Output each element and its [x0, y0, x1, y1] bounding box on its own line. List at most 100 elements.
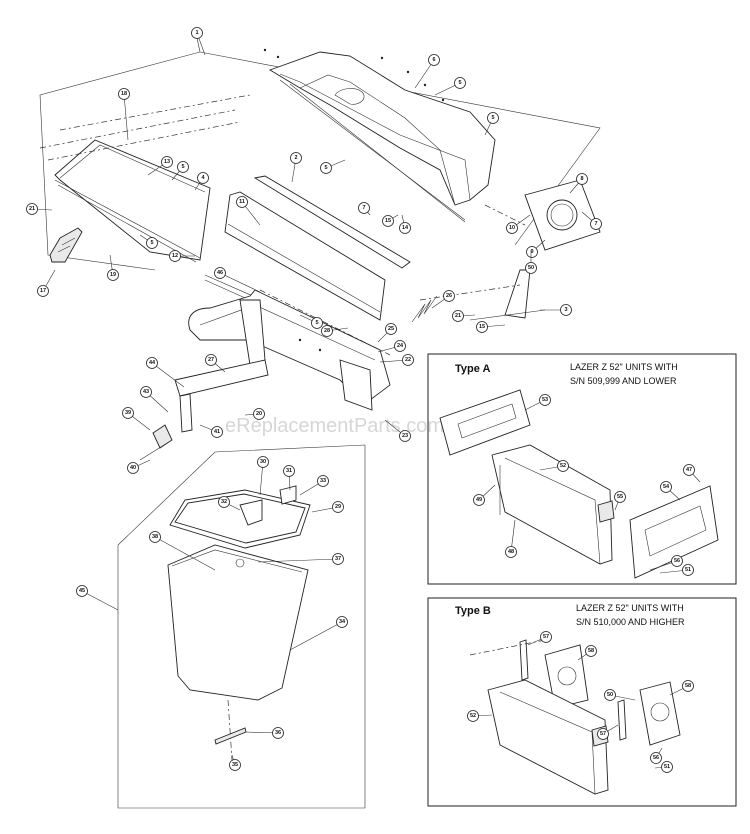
callout-15: 15: [476, 321, 506, 333]
callout-3: 3: [540, 304, 572, 316]
callout-35: 35: [229, 754, 241, 771]
type-a-note-line2: S/N 509,999 AND LOWER: [570, 376, 677, 386]
callout-label: 5: [491, 115, 494, 121]
callout-label: 58: [588, 648, 594, 654]
callout-label: 50: [528, 265, 534, 271]
callout-22: 22: [379, 354, 414, 366]
callout-53: 53: [524, 394, 551, 411]
bag-frame-part: [169, 485, 311, 549]
callout-43: 43: [140, 386, 169, 413]
callout-57: 57: [527, 631, 552, 646]
callout-27: 27: [205, 354, 226, 373]
callout-8: 8: [569, 173, 588, 194]
callout-48: 48: [505, 519, 517, 558]
callout-label: 3: [564, 307, 567, 313]
callout-38: 38: [149, 531, 216, 571]
callout-31: 31: [283, 465, 295, 491]
callout-6: 6: [414, 54, 440, 89]
callout-label: 52: [470, 713, 476, 719]
callout-23: 23: [384, 419, 411, 442]
callout-label: 58: [685, 683, 691, 689]
callout-label: 8: [580, 176, 583, 182]
callout-49: 49: [473, 484, 496, 506]
type-a-box: Type A LAZER Z 52" UNITS WITH S/N 509,99…: [427, 353, 737, 585]
callout-label: 52: [560, 463, 566, 469]
callout-5: 5: [139, 234, 158, 249]
top-cover-part: [263, 48, 496, 223]
callout-5: 5: [434, 77, 466, 96]
callout-label: 21: [455, 313, 461, 319]
latch-part: [139, 424, 173, 461]
callout-5: 5: [320, 159, 346, 174]
callout-label: 6: [432, 57, 435, 63]
callout-label: 57: [600, 731, 606, 737]
callout-label: 56: [674, 558, 680, 564]
callout-12: 12: [169, 250, 195, 262]
callout-56: 56: [650, 747, 663, 764]
callout-label: 27: [208, 357, 214, 363]
callout-28: 28: [321, 325, 349, 337]
callout-label: 51: [685, 567, 691, 573]
bracket-part: [419, 269, 546, 321]
callout-14: 14: [399, 214, 411, 234]
callout-label: 28: [324, 328, 330, 334]
callout-41: 41: [199, 424, 223, 438]
callout-40: 40: [127, 459, 151, 474]
callout-24: 24: [377, 340, 406, 353]
callout-4: 4: [194, 172, 209, 191]
callout-label: 48: [508, 549, 514, 555]
callout-30: 30: [257, 456, 269, 496]
callout-46: 46: [214, 267, 261, 293]
callout-label: 1: [195, 30, 198, 36]
callout-label: 36: [275, 730, 281, 736]
callout-label: 21: [29, 206, 35, 212]
callout-label: 19: [110, 272, 116, 278]
callout-label: 40: [130, 465, 136, 471]
callout-33: 33: [299, 475, 329, 496]
callout-36: 36: [244, 727, 284, 739]
callout-32: 32: [218, 496, 241, 511]
callout-51: 51: [654, 761, 673, 773]
callout-2: 2: [290, 152, 302, 183]
callout-label: 54: [663, 484, 670, 490]
hinge-strip-part: [204, 175, 411, 337]
callout-label: 41: [214, 429, 220, 435]
callout-label: 56: [653, 755, 659, 761]
callout-21: 21: [26, 203, 53, 215]
spring-part: [411, 295, 438, 323]
callout-label: 45: [79, 588, 85, 594]
callout-label: 46: [217, 270, 223, 276]
callout-label: 15: [385, 218, 391, 224]
callout-label: 5: [150, 240, 153, 246]
type-b-box: Type B LAZER Z 52" UNITS WITH S/N 510,00…: [427, 597, 737, 807]
callout-label: 12: [172, 253, 178, 259]
callout-39: 39: [122, 407, 151, 431]
callout-5: 5: [299, 314, 323, 329]
watermark-text: eReplacementParts.com: [225, 415, 444, 437]
callout-label: 18: [121, 91, 127, 97]
callout-5: 5: [171, 161, 189, 181]
callout-57: 57: [597, 724, 619, 740]
bag-section-outline: [117, 444, 366, 809]
callout-label: 5: [181, 164, 184, 170]
type-b-note-line2: S/N 510,000 AND HIGHER: [576, 617, 685, 627]
callout-label: 57: [543, 634, 549, 640]
callout-7: 7: [581, 211, 602, 230]
callout-label: 33: [320, 478, 326, 484]
callout-label: 7: [362, 205, 365, 211]
callout-37: 37: [257, 553, 344, 565]
callout-label: 15: [479, 324, 485, 330]
callout-label: 24: [397, 343, 404, 349]
callout-label: 32: [221, 499, 227, 505]
callout-10: 10: [506, 214, 531, 234]
callout-7: 7: [358, 202, 371, 216]
callout-label: 5: [315, 320, 318, 326]
callout-55: 55: [614, 491, 626, 511]
callout-label: 5: [458, 80, 461, 86]
callout-label: 39: [125, 410, 131, 416]
callout-label: 26: [446, 293, 452, 299]
callout-21: 21: [452, 310, 476, 322]
callout-label: 23: [402, 433, 408, 439]
callout-50: 50: [604, 689, 636, 701]
